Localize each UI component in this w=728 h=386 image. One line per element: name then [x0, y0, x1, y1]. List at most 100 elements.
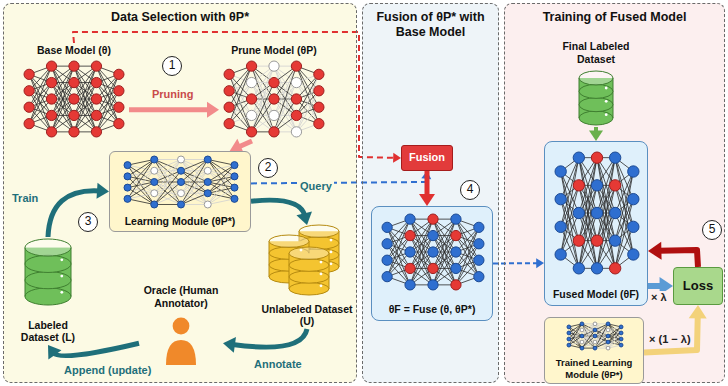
- cylinder-dot: [320, 273, 323, 276]
- connector: [648, 242, 698, 267]
- neuron: [269, 110, 279, 120]
- arrowhead: [419, 194, 435, 206]
- node-label: Labeled Dataset (L): [8, 319, 88, 344]
- neuron: [428, 247, 438, 257]
- neuron: [204, 167, 211, 174]
- neuron: [46, 77, 56, 87]
- neuron: [428, 214, 438, 224]
- cylinder-rim: [579, 98, 613, 112]
- cylinder-dot: [330, 251, 333, 254]
- network-link: [208, 165, 235, 193]
- neuron: [591, 263, 602, 274]
- illustration: [110, 152, 252, 242]
- network-link: [128, 182, 155, 199]
- neuron: [151, 156, 158, 163]
- edge-label: × λ: [649, 291, 669, 304]
- arrowhead: [223, 337, 236, 353]
- neuron: [91, 127, 101, 137]
- connector: [129, 102, 219, 118]
- arrowhead: [536, 258, 544, 268]
- network-link: [582, 330, 595, 348]
- connector: [419, 171, 435, 206]
- connector-line: [233, 329, 307, 347]
- illustration: [219, 43, 329, 151]
- neuron: [177, 178, 184, 185]
- neuron: [246, 61, 256, 71]
- neuron: [291, 110, 301, 120]
- network-link: [154, 182, 181, 204]
- neuron: [573, 235, 584, 246]
- network-link: [154, 171, 181, 205]
- process-box: Learning Module (θP*): [109, 151, 251, 232]
- neuron: [609, 235, 620, 246]
- neuron: [628, 249, 639, 260]
- network-link: [597, 185, 615, 268]
- neuron: [231, 173, 238, 180]
- neuron: [204, 190, 211, 197]
- network-link: [561, 213, 579, 254]
- neuron: [593, 334, 597, 338]
- edge-label: Train: [10, 192, 40, 205]
- neuron: [24, 69, 34, 79]
- network-link: [208, 188, 235, 205]
- network-link: [128, 199, 155, 205]
- neuron: [231, 184, 238, 191]
- connector: [223, 329, 307, 353]
- process-box: Trained Learning Module (θP*): [544, 317, 644, 384]
- network-link: [74, 83, 96, 132]
- connector-line: [129, 107, 209, 112]
- neuron: [291, 127, 301, 137]
- neuron: [593, 340, 597, 344]
- neuron: [69, 110, 79, 120]
- connector-line: [251, 177, 426, 183]
- neuron: [580, 334, 584, 338]
- panel-title: Fusion of θP* with Base Model: [369, 10, 492, 40]
- network-link: [128, 176, 155, 204]
- network-link: [154, 182, 181, 204]
- person-body: [166, 340, 196, 365]
- cylinder-dot: [330, 239, 333, 242]
- neuron: [91, 110, 101, 120]
- neuron: [46, 110, 56, 120]
- cylinder-rim: [579, 84, 613, 98]
- cylinder-rim: [25, 288, 71, 305]
- cylinder-dot: [60, 291, 63, 294]
- neuron: [24, 102, 34, 112]
- neuron: [151, 190, 158, 197]
- neuron: [555, 249, 566, 260]
- neuron: [246, 110, 256, 120]
- connector-line: [659, 250, 698, 267]
- network-link: [154, 160, 181, 182]
- neuron: [628, 166, 639, 177]
- network-link: [154, 193, 181, 204]
- node-label: Loss: [683, 278, 713, 294]
- neuron: [69, 94, 79, 104]
- arrowhead: [296, 211, 312, 225]
- network-link: [181, 160, 208, 182]
- loss-box: Loss: [673, 267, 723, 305]
- panel-fill: [3, 3, 357, 383]
- neuron: [451, 230, 461, 240]
- arrowhead: [689, 305, 707, 319]
- neuron: [555, 221, 566, 232]
- neuron: [609, 180, 620, 191]
- cylinder-top: [289, 247, 329, 259]
- neuron: [151, 167, 158, 174]
- node-label: Learning Module (θP*): [125, 215, 236, 228]
- panel-title: Training of Fused Model: [543, 10, 687, 25]
- neuron: [567, 343, 571, 347]
- neuron: [619, 337, 623, 341]
- neuron: [231, 162, 238, 169]
- neuron: [609, 152, 620, 163]
- neuron: [628, 193, 639, 204]
- network-link: [128, 160, 155, 199]
- neuron: [177, 190, 184, 197]
- network-box: θF = Fuse (θ, θP*): [371, 206, 493, 321]
- panel-fill: [504, 3, 725, 383]
- callout-number: 4: [460, 180, 480, 200]
- network-link: [181, 160, 208, 182]
- neuron: [606, 340, 610, 344]
- neuron: [246, 127, 256, 137]
- cylinder-rim: [289, 283, 329, 295]
